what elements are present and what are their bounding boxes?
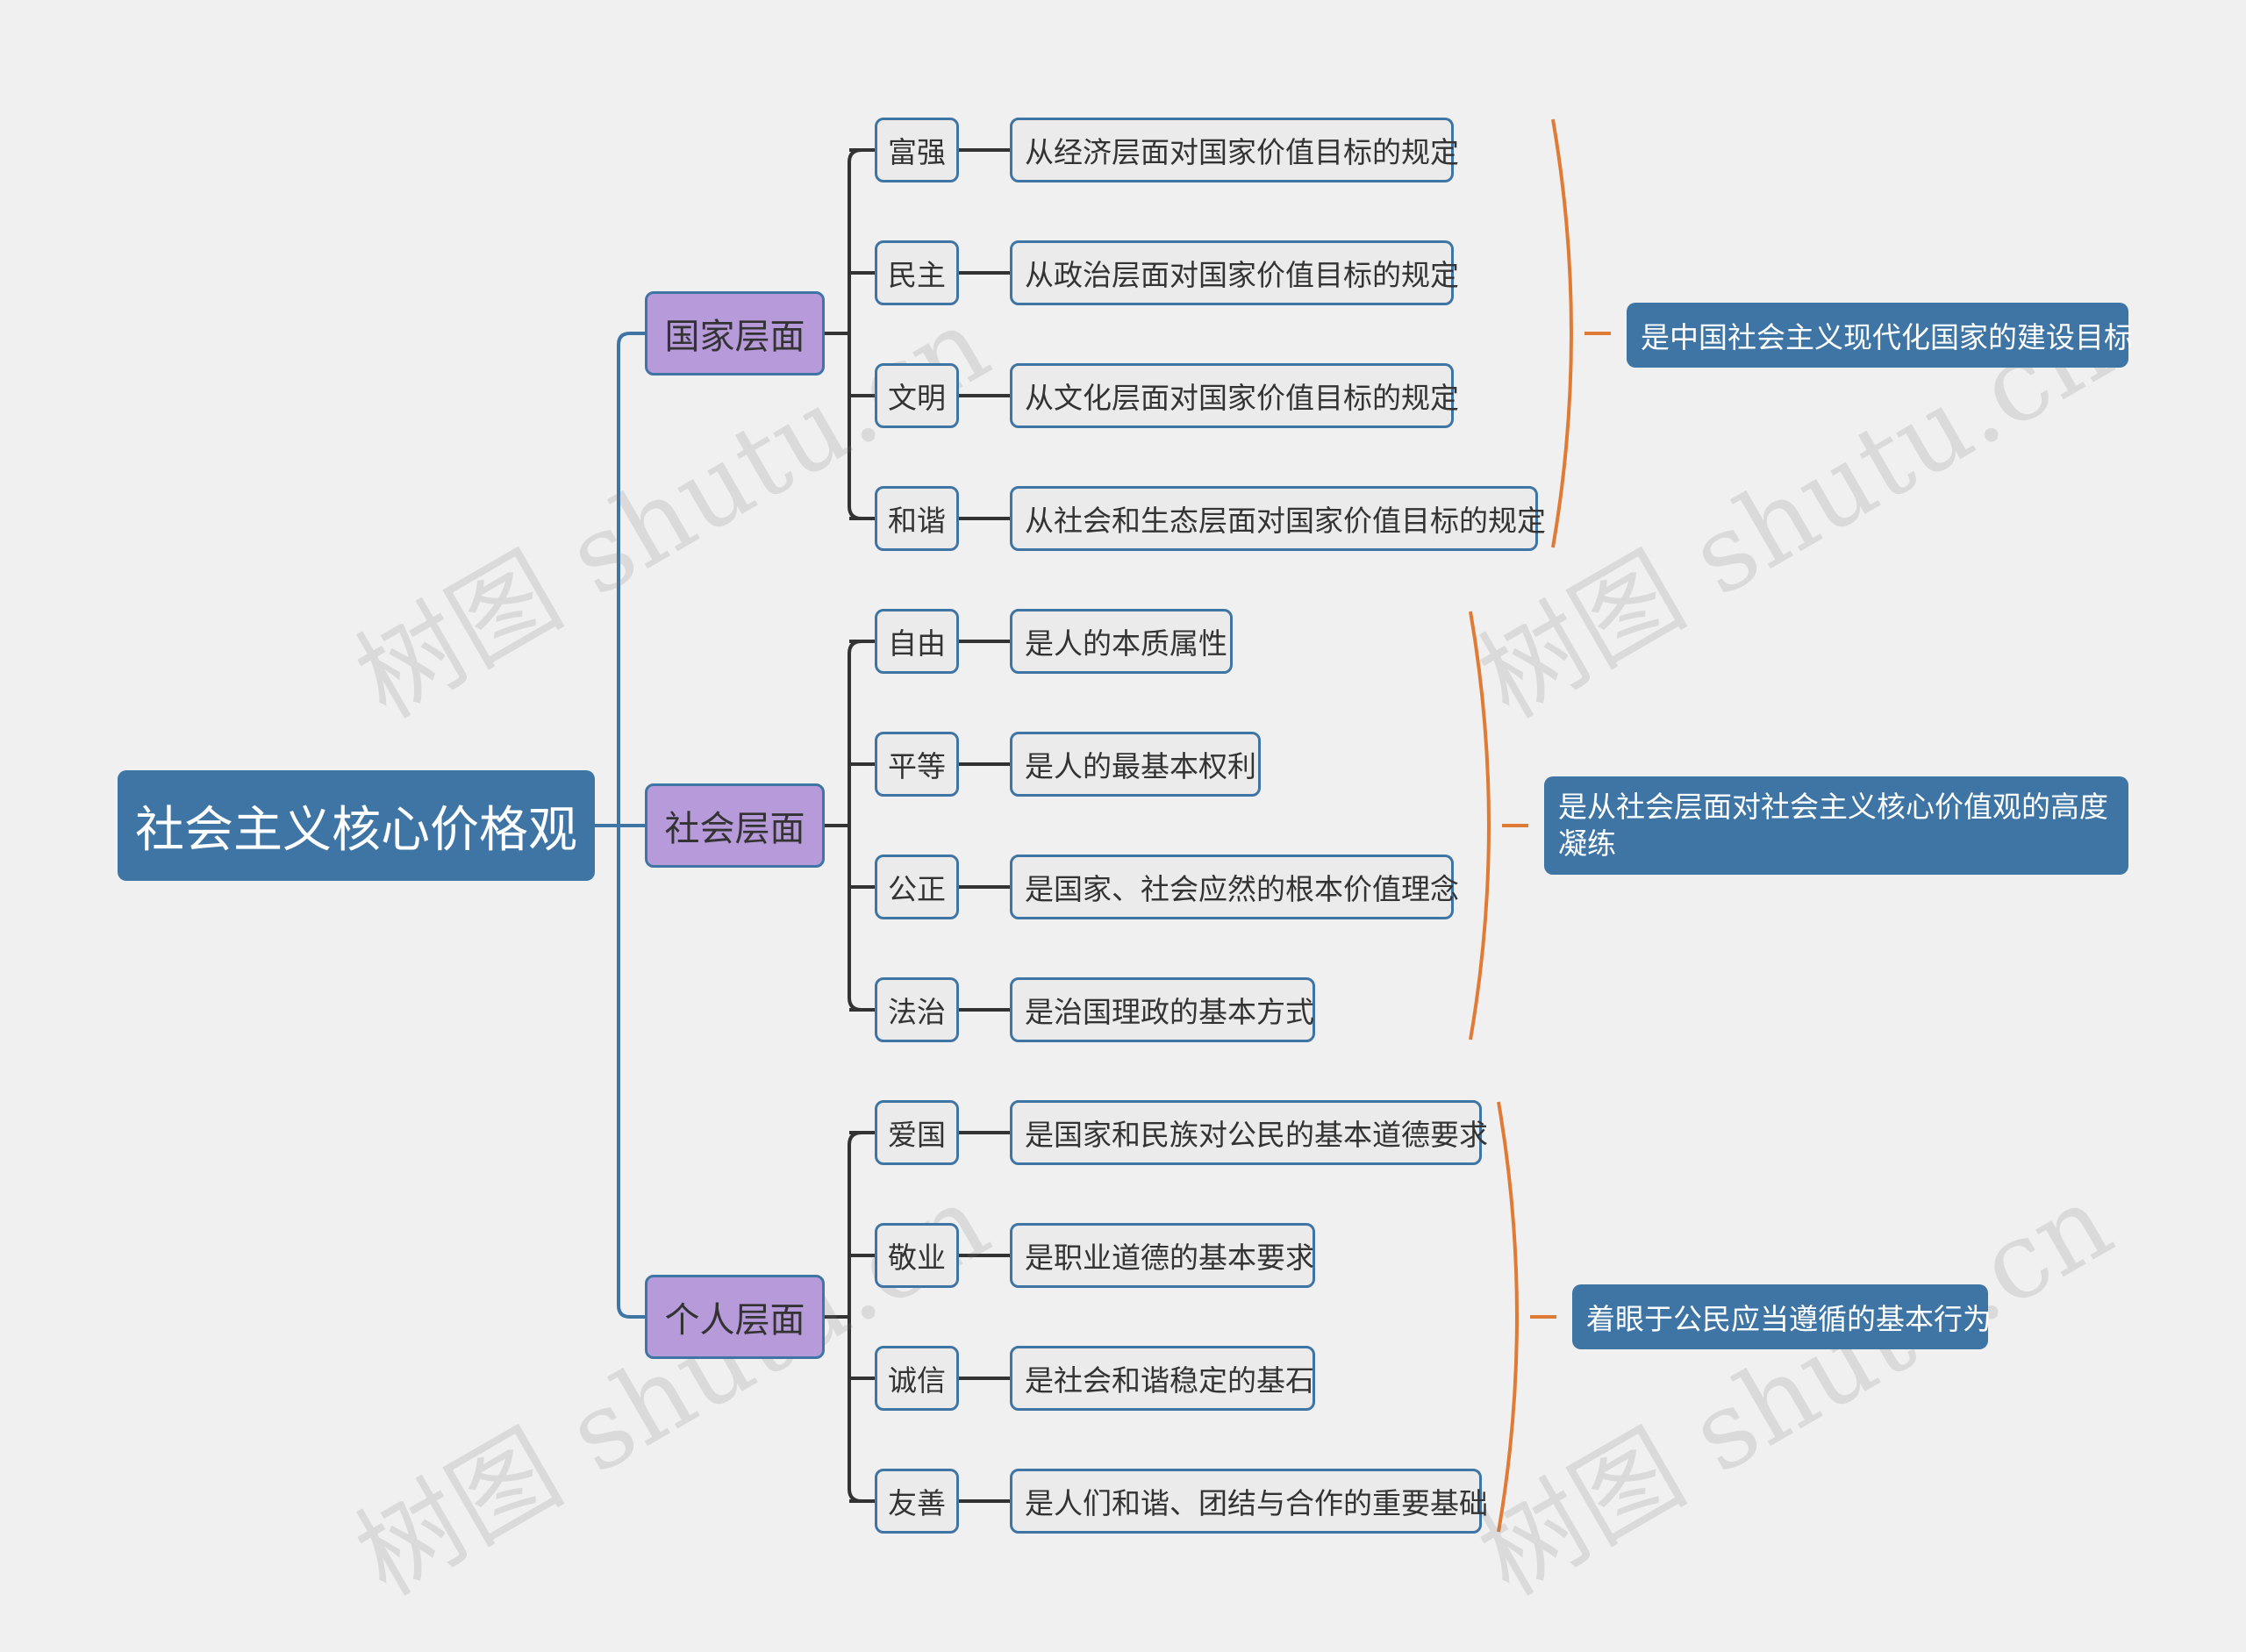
value-node[interactable]: 文明 xyxy=(875,363,959,428)
description-node[interactable]: 是国家、社会应然的根本价值理念 xyxy=(1010,855,1459,919)
value-node[interactable]: 民主 xyxy=(875,240,959,305)
summary-node-national[interactable]: 是中国社会主义现代化国家的建设目标 xyxy=(1627,303,2133,368)
value-node[interactable]: 平等 xyxy=(875,732,959,797)
description-node[interactable]: 从经济层面对国家价值目标的规定 xyxy=(1010,118,1459,182)
description-node[interactable]: 是人的本质属性 xyxy=(1010,609,1233,674)
description-node[interactable]: 是人的最基本权利 xyxy=(1010,732,1261,797)
value-node[interactable]: 公正 xyxy=(875,855,959,919)
value-bracket-line xyxy=(848,1131,875,1503)
value-node[interactable]: 法治 xyxy=(875,977,959,1042)
level-node-national[interactable]: 国家层面 xyxy=(645,291,825,375)
description-node[interactable]: 是社会和谐稳定的基石 xyxy=(1010,1346,1315,1411)
description-node[interactable]: 是职业道德的基本要求 xyxy=(1010,1223,1315,1288)
value-node[interactable]: 友善 xyxy=(875,1469,959,1534)
description-node[interactable]: 是人们和谐、团结与合作的重要基础 xyxy=(1010,1469,1488,1534)
value-node[interactable]: 和谐 xyxy=(875,486,959,551)
value-node[interactable]: 自由 xyxy=(875,609,959,674)
summary-bracket-individual xyxy=(1497,1101,1519,1533)
level-node-social[interactable]: 社会层面 xyxy=(645,783,825,868)
summary-bracket-national xyxy=(1551,118,1573,548)
description-node[interactable]: 是治国理政的基本方式 xyxy=(1010,977,1315,1042)
level-node-individual[interactable]: 个人层面 xyxy=(645,1275,825,1359)
value-node[interactable]: 富强 xyxy=(875,118,959,182)
description-node[interactable]: 从文化层面对国家价值目标的规定 xyxy=(1010,363,1459,428)
value-node[interactable]: 诚信 xyxy=(875,1346,959,1411)
value-bracket-line xyxy=(848,148,875,520)
description-node[interactable]: 从社会和生态层面对国家价值目标的规定 xyxy=(1010,486,1546,551)
value-node[interactable]: 爱国 xyxy=(875,1100,959,1165)
value-node[interactable]: 敬业 xyxy=(875,1223,959,1288)
summary-node-individual[interactable]: 着眼于公民应当遵循的基本行为 xyxy=(1572,1284,1992,1349)
summary-bracket-social xyxy=(1469,611,1491,1041)
description-node[interactable]: 从政治层面对国家价值目标的规定 xyxy=(1010,240,1459,305)
summary-node-social[interactable]: 是从社会层面对社会主义核心价值观的高度凝练 xyxy=(1544,776,2128,875)
value-bracket-line xyxy=(848,640,875,1012)
description-node[interactable]: 是国家和民族对公民的基本道德要求 xyxy=(1010,1100,1488,1165)
root-topic[interactable]: 社会主义核心价格观 xyxy=(118,770,595,881)
